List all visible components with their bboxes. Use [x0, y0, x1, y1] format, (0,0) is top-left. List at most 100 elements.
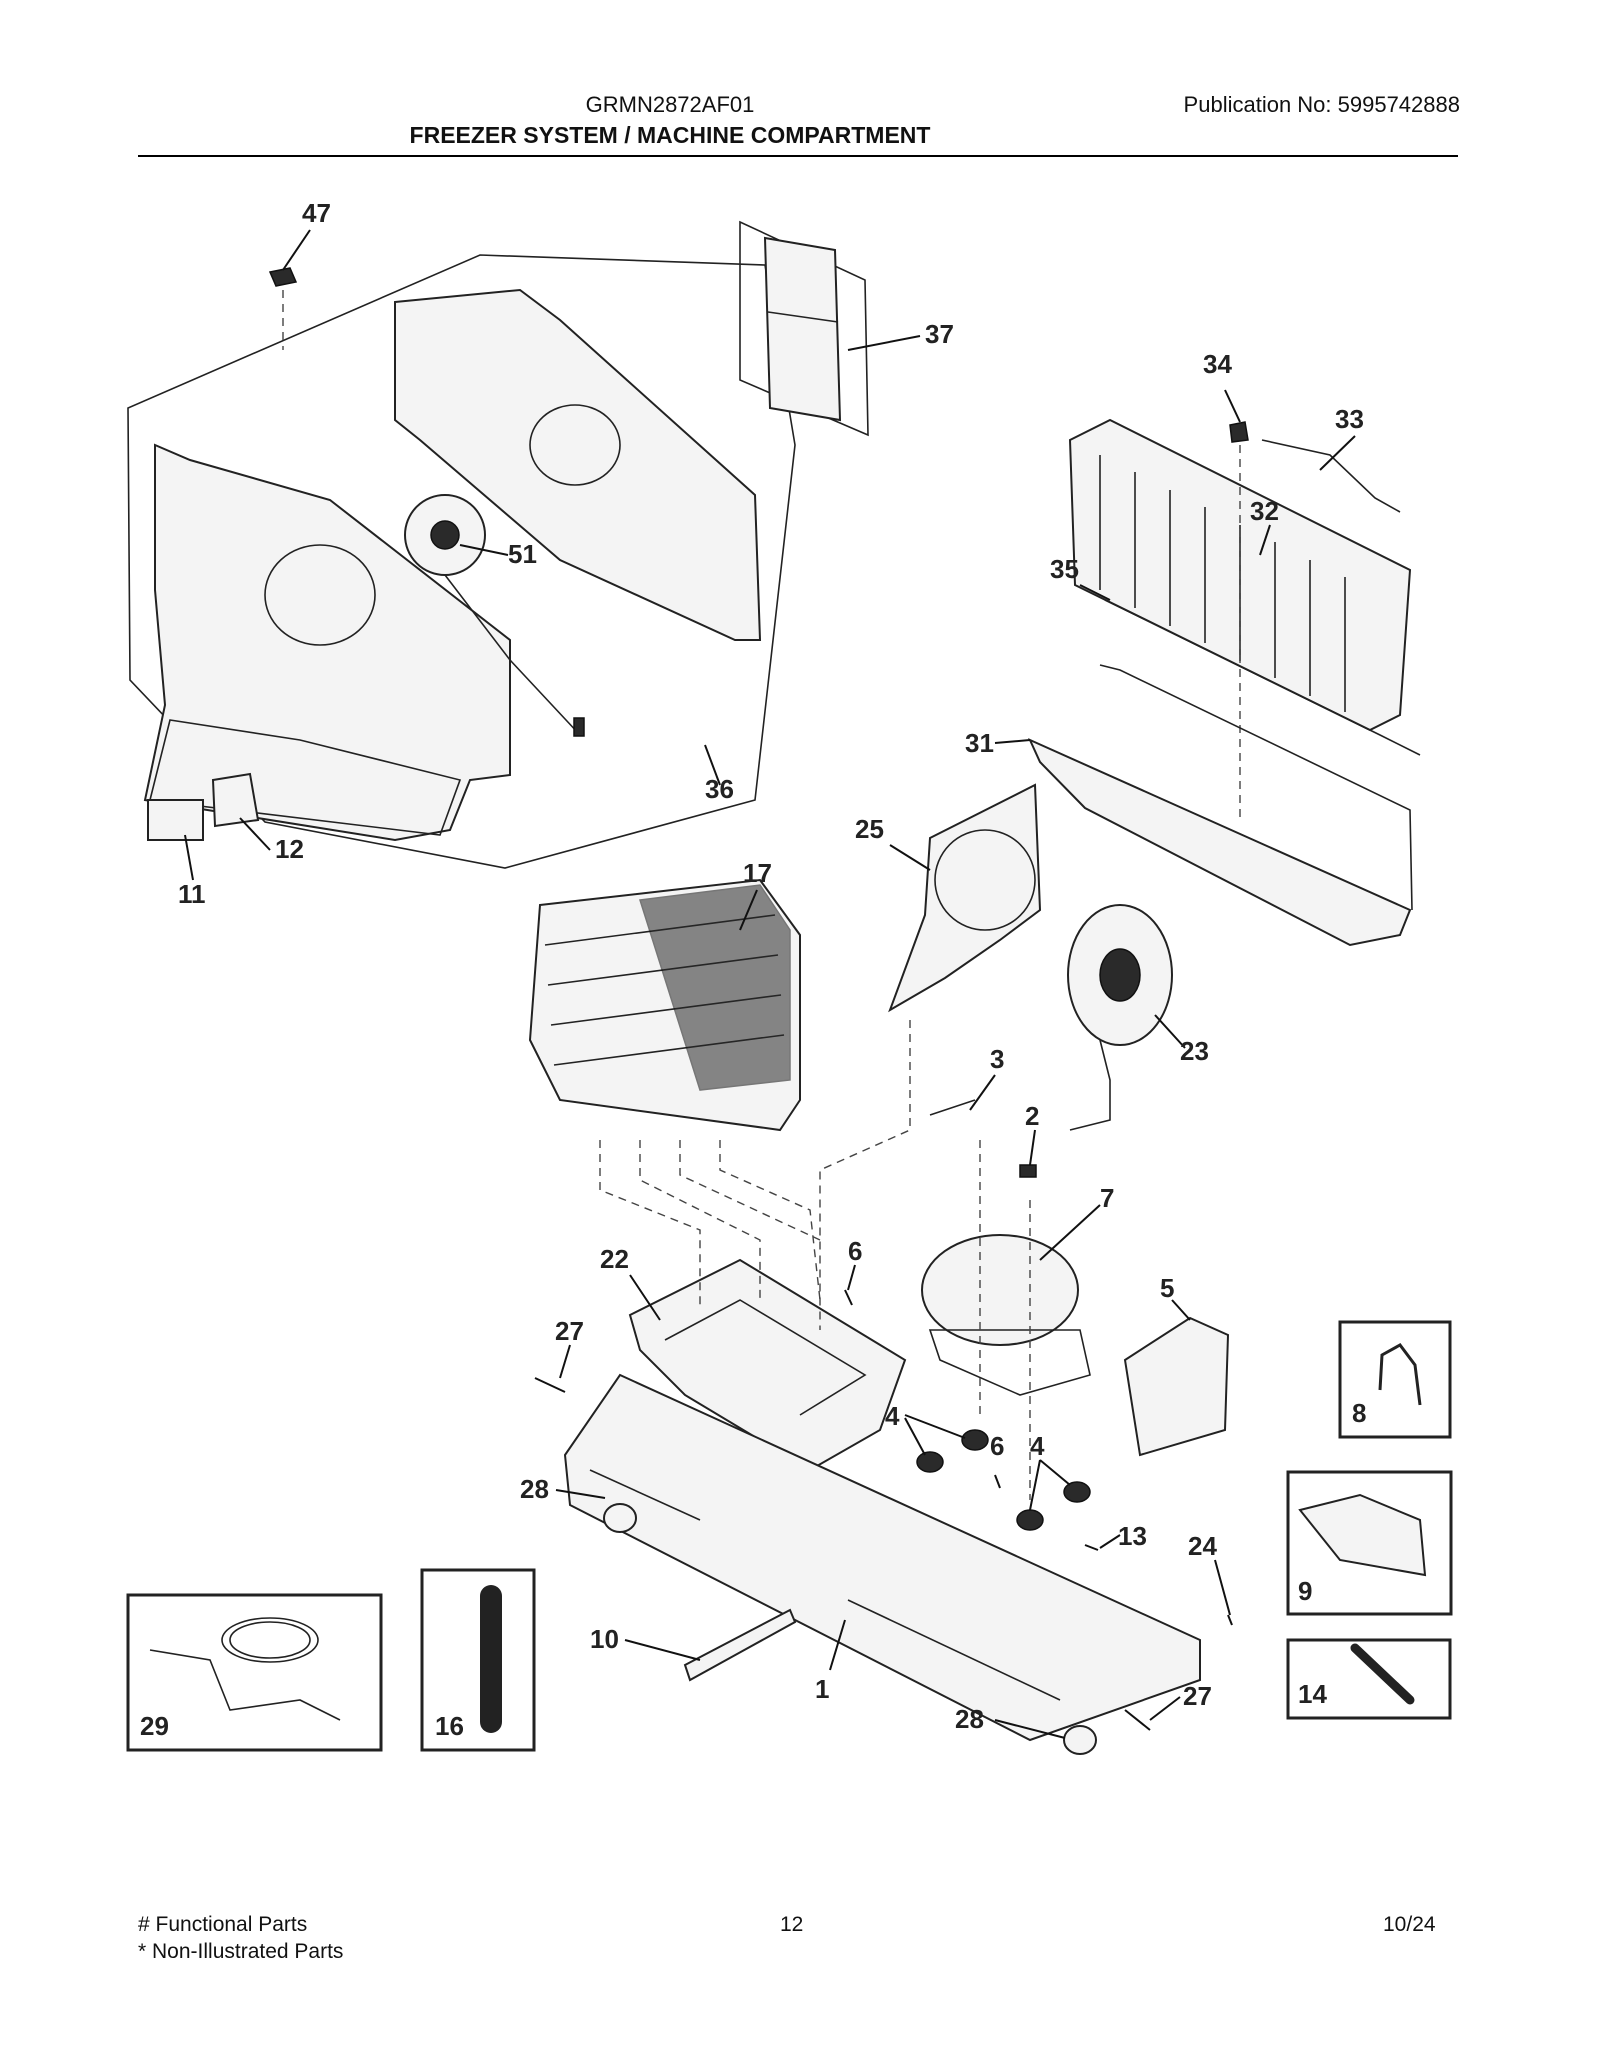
- part-13-screw: [1084, 1544, 1099, 1551]
- callout-37: 37: [925, 319, 954, 349]
- callout-7: 7: [1100, 1183, 1114, 1213]
- callout-47: 47: [302, 198, 331, 228]
- callout-36: 36: [705, 774, 734, 804]
- part-28-roller-b: [1063, 1725, 1097, 1755]
- callout-8: 8: [1352, 1398, 1366, 1428]
- part-31-back-wall: [1099, 664, 1413, 911]
- part-51-fan-wire: [444, 574, 581, 736]
- part-51-connector: [573, 717, 585, 737]
- inset-box-8: [1338, 1320, 1452, 1439]
- part-3-tube: [929, 1099, 976, 1116]
- inset-box-9: [1286, 1470, 1453, 1616]
- callout-leader-lines: [184, 229, 1356, 1739]
- callout-6-second: 6: [990, 1431, 1004, 1461]
- part-31-drain-pan: [1027, 738, 1412, 947]
- part-29-power-cord: [149, 1617, 341, 1721]
- part-6-screw-b: [994, 1474, 1001, 1489]
- callout-1: 1: [815, 1674, 829, 1704]
- callout-labels: 47 37 34 33 32 35 51 31 36 25 12 11 17 2…: [140, 198, 1366, 1741]
- part-25-condenser-fan-shroud: [888, 783, 1042, 1013]
- callout-28-second: 28: [955, 1704, 984, 1734]
- part-27-screw-a: [534, 1377, 566, 1393]
- callout-35: 35: [1050, 554, 1079, 584]
- part-2-clip: [1019, 1164, 1037, 1178]
- callout-12: 12: [275, 834, 304, 864]
- part-4-grommet-d: [1016, 1509, 1044, 1531]
- part-16-insulation-tube: [480, 1585, 502, 1733]
- air-tower-back-panel: [394, 288, 762, 641]
- part-6-screw: [844, 1289, 853, 1306]
- part-27-screw-b: [1124, 1709, 1151, 1731]
- part-22-inner-wall: [664, 1299, 867, 1416]
- callout-2: 2: [1025, 1101, 1039, 1131]
- callout-16: 16: [435, 1711, 464, 1741]
- part-11-cover: [147, 799, 204, 841]
- part-4-grommet-b: [916, 1451, 944, 1473]
- callout-29: 29: [140, 1711, 169, 1741]
- callout-13: 13: [1118, 1521, 1147, 1551]
- callout-14: 14: [1298, 1679, 1327, 1709]
- callout-51: 51: [508, 539, 537, 569]
- part-24-screw: [1227, 1614, 1233, 1626]
- legend-functional-parts: # Functional Parts: [138, 1913, 308, 1936]
- part-4-grommet-c: [1063, 1481, 1091, 1503]
- part-37-divider: [767, 311, 839, 323]
- callout-31: 31: [965, 728, 994, 758]
- page-number: 12: [780, 1913, 804, 1936]
- header-rule: [138, 155, 1458, 157]
- inset-box-29: [126, 1593, 383, 1752]
- part-14-tube: [1350, 1643, 1415, 1705]
- part-12-bracket: [211, 772, 260, 828]
- part-51-fan-hub: [430, 520, 460, 550]
- part-5-start-relay: [1123, 1316, 1230, 1457]
- callout-10: 10: [590, 1624, 619, 1654]
- air-tower-front-shroud: [143, 443, 511, 842]
- part-37-panel: [763, 236, 842, 422]
- publication-number: Publication No: 5995742888: [1183, 92, 1460, 117]
- callout-25: 25: [855, 814, 884, 844]
- part-7-compressor-base: [928, 1329, 1091, 1396]
- callout-23: 23: [1180, 1036, 1209, 1066]
- part-9-water-valve: [1298, 1493, 1427, 1577]
- part-4-grommet-a: [961, 1429, 989, 1451]
- inset-box-14: [1286, 1638, 1452, 1720]
- air-tower-center-dome: [264, 544, 376, 646]
- air-tower-drain-trough: [149, 719, 462, 836]
- callout-28: 28: [520, 1474, 549, 1504]
- callout-27: 27: [555, 1316, 584, 1346]
- callout-24: 24: [1188, 1531, 1217, 1561]
- part-7-compressor: [921, 1234, 1079, 1346]
- part-25-shroud-opening: [934, 829, 1036, 931]
- callout-17: 17: [743, 858, 772, 888]
- air-tower-duct-opening: [529, 404, 621, 486]
- model-number: GRMN2872AF01: [585, 92, 755, 117]
- callout-4-second: 4: [1030, 1431, 1045, 1461]
- inset-box-16: [420, 1568, 536, 1752]
- part-10-strip: [683, 1608, 797, 1682]
- callout-4: 4: [885, 1401, 900, 1431]
- revision-date: 10/24: [1383, 1913, 1436, 1936]
- part-23-fan-wire: [1069, 1039, 1111, 1131]
- part-33-defrost-thermostat-wire: [1261, 439, 1401, 513]
- part-17-condenser-coil: [528, 878, 801, 1132]
- part-47-clip: [268, 267, 298, 287]
- callout-22: 22: [600, 1244, 629, 1274]
- part-34-clip: [1229, 421, 1249, 443]
- callout-6: 6: [848, 1236, 862, 1266]
- part-8-harness: [1378, 1343, 1422, 1406]
- part-28-roller-a: [603, 1503, 637, 1533]
- callout-27-second: 27: [1183, 1681, 1212, 1711]
- part-1-vent-slots: [589, 1469, 1061, 1701]
- part-1-base-plate: [563, 1373, 1201, 1742]
- callout-32: 32: [1250, 496, 1279, 526]
- callout-33: 33: [1335, 404, 1364, 434]
- callout-3: 3: [990, 1044, 1004, 1074]
- part-22-machine-compartment-housing: [628, 1258, 907, 1472]
- callout-11: 11: [178, 879, 206, 909]
- legend-non-illustrated-parts: * Non-Illustrated Parts: [138, 1940, 344, 1963]
- assembly-guide-lines: [599, 1020, 1031, 1500]
- page-title: FREEZER SYSTEM / MACHINE COMPARTMENT: [409, 122, 931, 148]
- callout-9: 9: [1298, 1576, 1312, 1606]
- callout-5: 5: [1160, 1273, 1174, 1303]
